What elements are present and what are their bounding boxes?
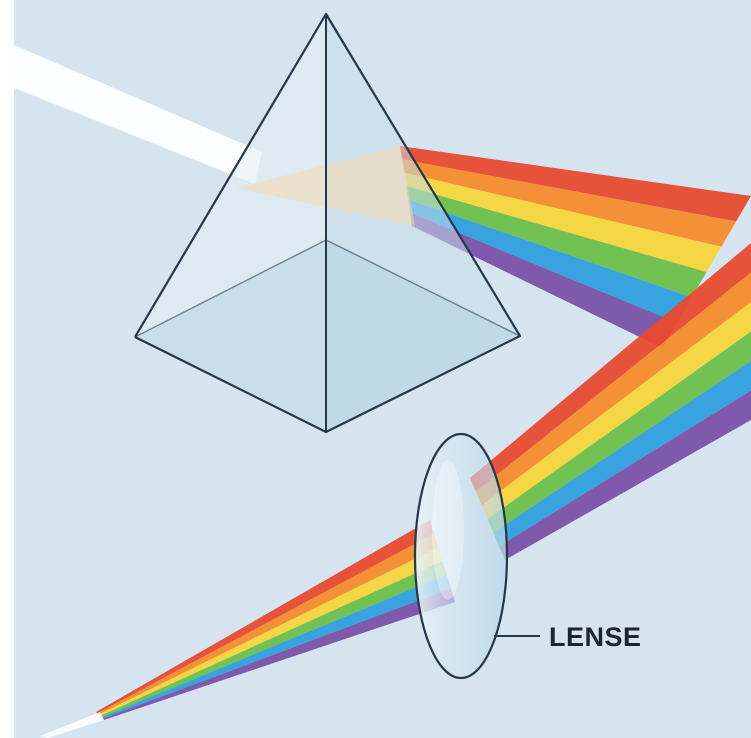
lens-highlight <box>432 460 464 600</box>
convex-lens <box>415 434 507 678</box>
lens-label: LENSE <box>549 622 642 652</box>
